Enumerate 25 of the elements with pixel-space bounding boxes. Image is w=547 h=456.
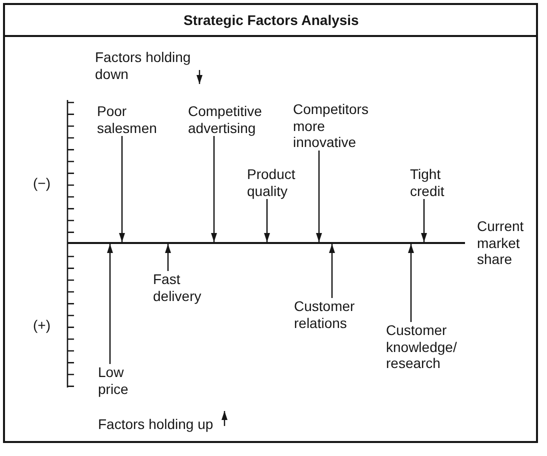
reference-line — [67, 242, 465, 244]
arrow — [264, 199, 270, 242]
factor-label: Tight credit — [410, 166, 444, 199]
arrow — [107, 244, 113, 364]
arrow — [316, 150, 322, 242]
arrow — [421, 199, 427, 242]
factor-label: Competitors more innovative — [293, 101, 368, 150]
arrow — [329, 244, 335, 298]
arrow — [165, 244, 171, 271]
factor-label: Fast delivery — [153, 271, 202, 304]
arrow — [119, 136, 125, 242]
arrow — [408, 244, 414, 322]
factor-label: Competitive advertising — [188, 103, 262, 136]
factor-label: Customer relations — [294, 298, 355, 331]
arrow — [211, 136, 217, 242]
factor-label: Poor salesmen — [97, 103, 157, 136]
factor-label: Low price — [98, 364, 128, 397]
group-heading: Factors holding up — [98, 416, 214, 432]
sign-label: (−) — [33, 175, 50, 192]
line-label: Current market share — [477, 218, 524, 268]
title: Strategic Factors Analysis — [184, 12, 359, 28]
factor-label: Customer knowledge/ research — [386, 322, 457, 372]
group-heading: Factors holding down — [95, 49, 192, 82]
factor-label: Product quality — [247, 166, 296, 199]
sign-label: (+) — [33, 317, 50, 334]
